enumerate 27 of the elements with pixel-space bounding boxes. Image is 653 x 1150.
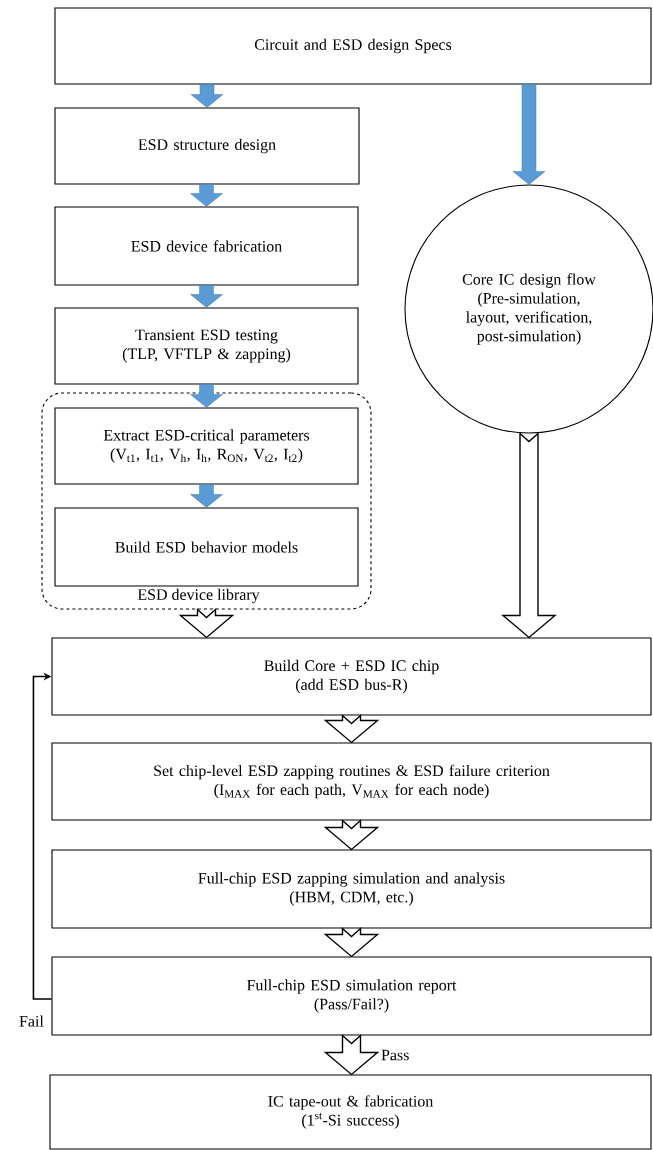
- edge-label: Pass: [380, 1048, 411, 1062]
- block-arrow: [323, 1034, 380, 1076]
- edge-label: Fail: [18, 1014, 45, 1028]
- block-arrow: [323, 819, 380, 851]
- block-arrow: [178, 608, 235, 639]
- block-arrow: [190, 84, 224, 108]
- process-box: Extract ESD-critical parameters (V$_{t1}$, I$_{t1}$, V$_{h}$, I$_{h}$, R$_{ON}$, V$_{t2}$, I$_{t2}$): [54, 407, 359, 485]
- process-box: Set chip-level ESD zapping routines & ESD failure criterion (I$_{MAX}$ for each path, V$_{MAX}$ for each node): [51, 742, 652, 821]
- process-box: Transient ESD testing (TLP, VFTLP & zapping): [54, 307, 359, 385]
- process-box: Build Core + ESD IC chip (add ESD bus-R): [51, 637, 652, 716]
- process-box: ESD device fabrication: [54, 206, 359, 286]
- block-arrow: [190, 384, 223, 408]
- process-box: Circuit and ESD design Specs: [54, 7, 652, 85]
- block-arrow: [190, 184, 223, 207]
- block-arrow: [512, 84, 546, 185]
- process-box: Full-chip ESD zapping simulation and analysis (HBM, CDM, etc.): [51, 849, 652, 929]
- block-arrow: [323, 714, 380, 744]
- block-arrow: [501, 432, 557, 639]
- process-box: Build ESD behavior models: [54, 507, 359, 587]
- process-box: ESD structure design: [54, 107, 360, 185]
- feedback-arrow: [32, 672, 53, 1000]
- block-arrow: [190, 484, 223, 508]
- process-box: IC tape-out & fabrication (1$^{st}$-Si success): [49, 1074, 652, 1150]
- group-label: ESD device library: [136, 587, 261, 605]
- block-arrow: [190, 285, 223, 308]
- process-box: Full-chip ESD simulation report (Pass/Fail?): [51, 956, 652, 1036]
- block-arrow: [323, 927, 380, 958]
